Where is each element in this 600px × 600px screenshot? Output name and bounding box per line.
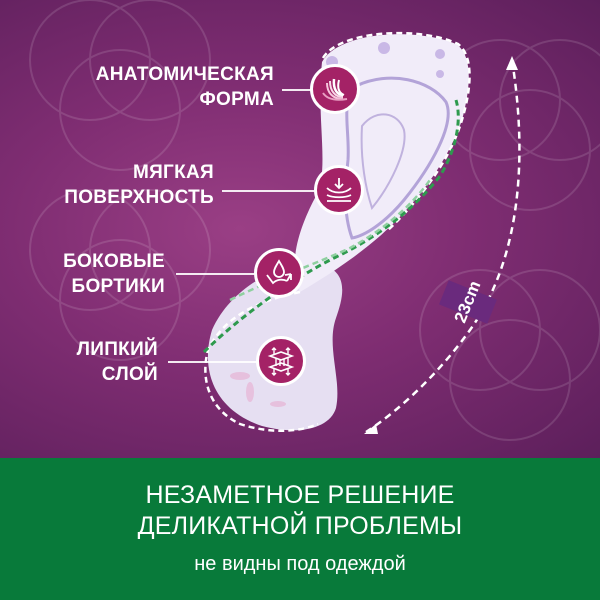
- feature-label-side-barriers: БОКОВЫЕ БОРТИКИ: [63, 251, 165, 297]
- footer-headline-line1: НЕЗАМЕТНОЕ РЕШЕНИЕ: [145, 481, 455, 509]
- soft-surface-badge: [314, 165, 364, 215]
- footer-headline: НЕЗАМЕТНОЕ РЕШЕНИЕ ДЕЛИКАТНОЙ ПРОБЛЕМЫ: [0, 480, 600, 542]
- connector-line: [222, 190, 316, 192]
- feature-label-soft-surface: МЯГКАЯ ПОВЕРХНОСТЬ: [64, 162, 214, 208]
- floral-background-pattern: [0, 0, 600, 458]
- connector-line: [176, 273, 256, 275]
- side-barriers-badge: [254, 248, 304, 298]
- side-barriers-icon: [266, 259, 292, 285]
- feature-label-adhesive: ЛИПКИЙ СЛОЙ: [76, 339, 158, 385]
- anatomic-shape-icon: [322, 78, 348, 101]
- connector-line: [282, 89, 312, 91]
- adhesive-layer-icon: [267, 347, 295, 376]
- footer-subtitle: не видны под одеждой: [194, 553, 406, 575]
- adhesive-layer-badge: [256, 336, 306, 386]
- soft-surface-icon: [326, 178, 352, 202]
- anatomic-shape-badge: [310, 64, 360, 114]
- connector-line: [168, 361, 258, 363]
- footer-banner: НЕЗАМЕТНОЕ РЕШЕНИЕ ДЕЛИКАТНОЙ ПРОБЛЕМЫ н…: [0, 458, 600, 600]
- feature-label-anatomic: АНАТОМИЧЕСКАЯ ФОРМА: [95, 64, 274, 110]
- footer-headline-line2: ДЕЛИКАТНОЙ ПРОБЛЕМЫ: [137, 512, 463, 540]
- pad-illustration: [202, 34, 469, 431]
